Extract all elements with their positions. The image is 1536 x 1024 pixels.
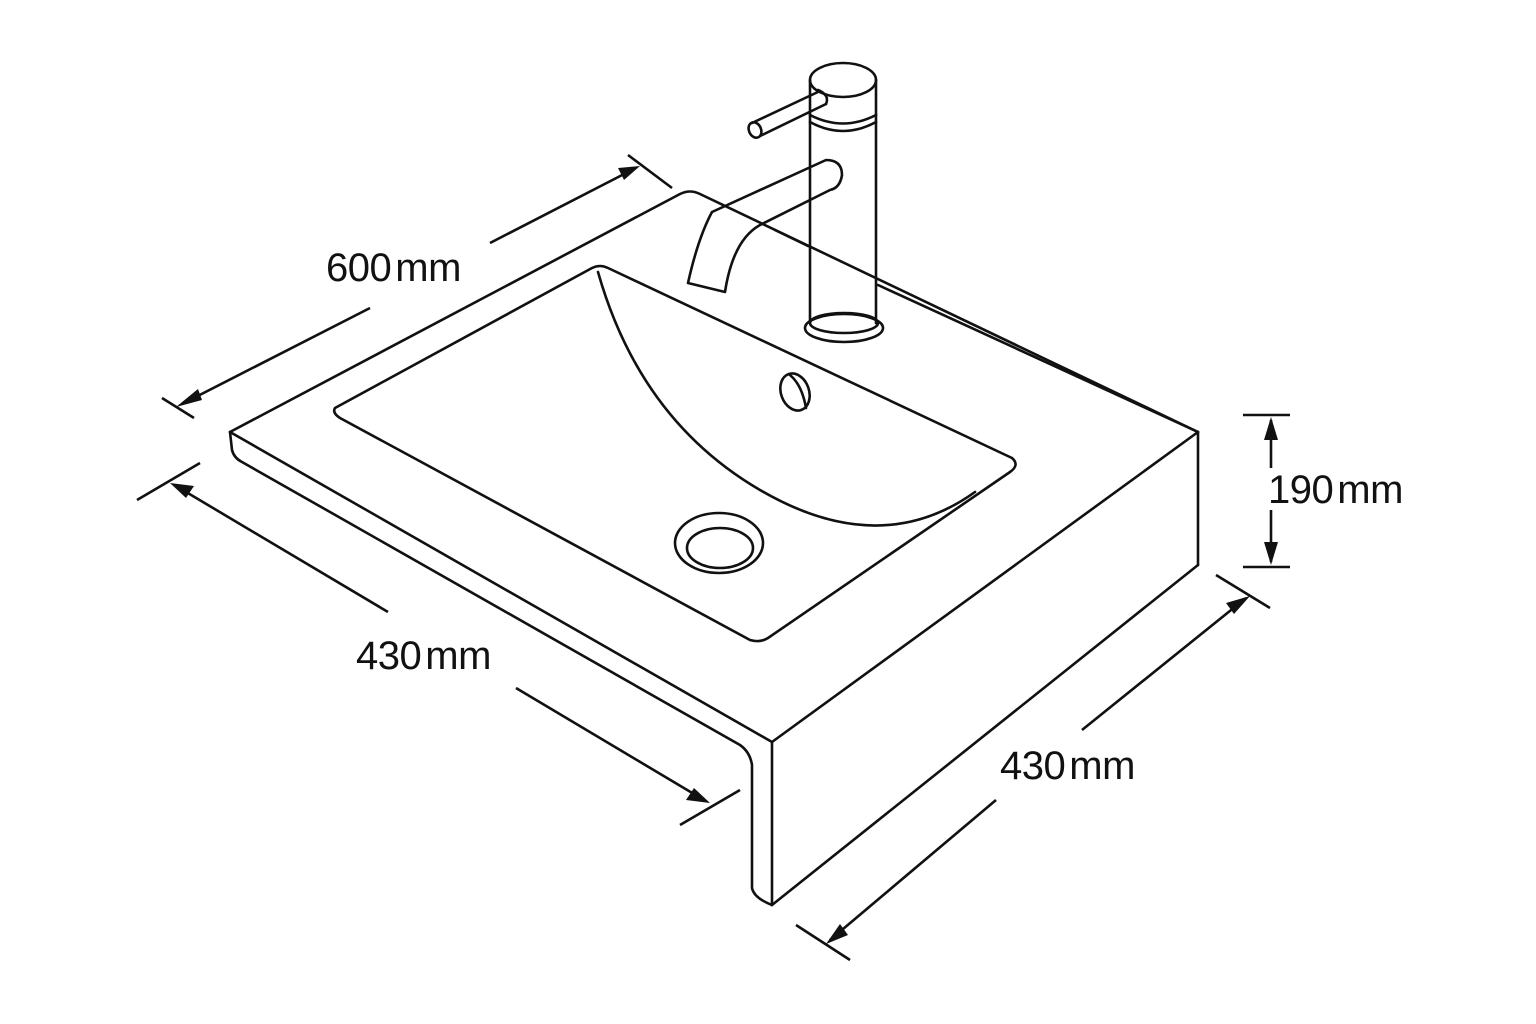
label-430mm-front-unit: mm bbox=[425, 634, 491, 678]
label-190mm-unit: mm bbox=[1337, 468, 1403, 512]
dimension-190-height bbox=[1243, 413, 1290, 569]
drain bbox=[673, 511, 765, 575]
label-190mm-value: 190 bbox=[1268, 468, 1334, 512]
label-430mm-front-value: 430 bbox=[356, 634, 422, 678]
dimension-600-length bbox=[161, 153, 673, 420]
tap bbox=[686, 61, 885, 344]
label-600mm-value: 600 bbox=[326, 246, 392, 290]
dimension-430-side bbox=[795, 573, 1271, 962]
back-edge-line-right bbox=[876, 283, 1200, 434]
label-600mm-unit: mm bbox=[395, 246, 461, 290]
label-430mm-side-value: 430 bbox=[1000, 744, 1066, 788]
overflow-hole bbox=[779, 372, 811, 412]
basin-body bbox=[228, 190, 1200, 907]
label-430mm-side-unit: mm bbox=[1069, 744, 1135, 788]
back-edge-line bbox=[773, 228, 810, 248]
dimension-430-front bbox=[136, 461, 741, 827]
basin-bowl bbox=[332, 264, 1017, 643]
